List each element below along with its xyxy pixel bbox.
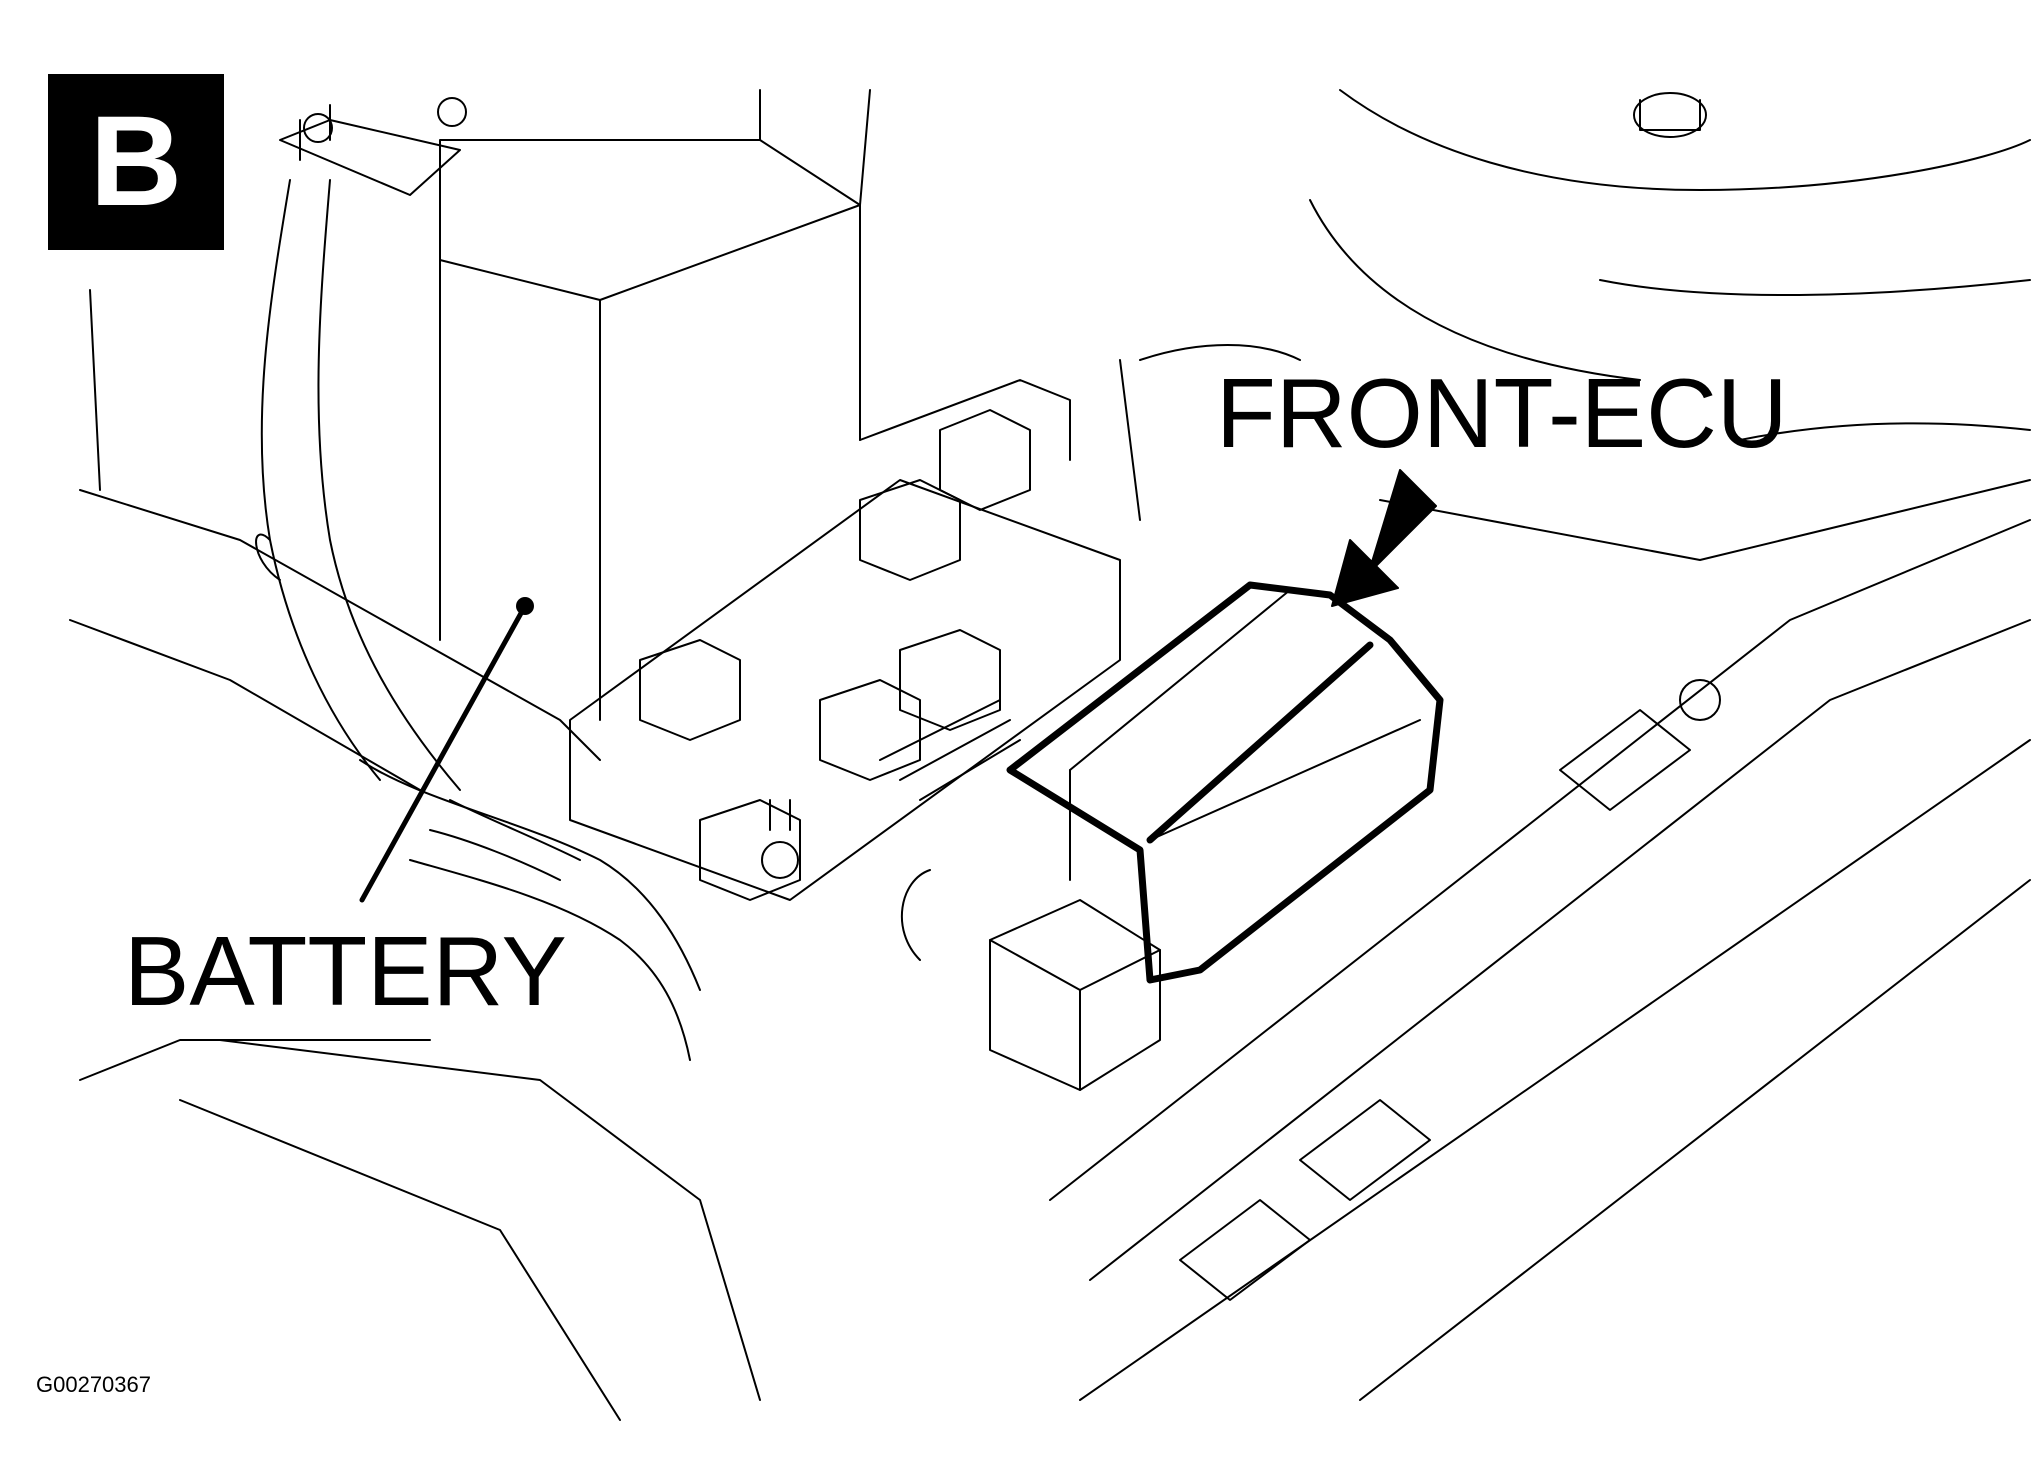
battery-label: BATTERY: [124, 916, 567, 1026]
relay-block: [569, 379, 1121, 901]
right-side-rail: [1049, 359, 2031, 1401]
lower-relay: [900, 869, 1161, 1091]
battery-body: [279, 89, 871, 721]
front-ecu-label: FRONT-ECU: [1216, 358, 1788, 468]
view-letter: B: [89, 90, 183, 233]
leader-dot-icon: [516, 597, 534, 615]
arrow-down-left-icon: [1331, 469, 1437, 607]
battery-tray: [69, 289, 761, 1421]
upper-right-components: [1139, 89, 2031, 561]
front-ecu-module: [1006, 581, 1444, 984]
figure-id: G00270367: [36, 1372, 151, 1397]
battery-leader-line: [359, 597, 534, 903]
view-badge: B: [48, 74, 224, 250]
